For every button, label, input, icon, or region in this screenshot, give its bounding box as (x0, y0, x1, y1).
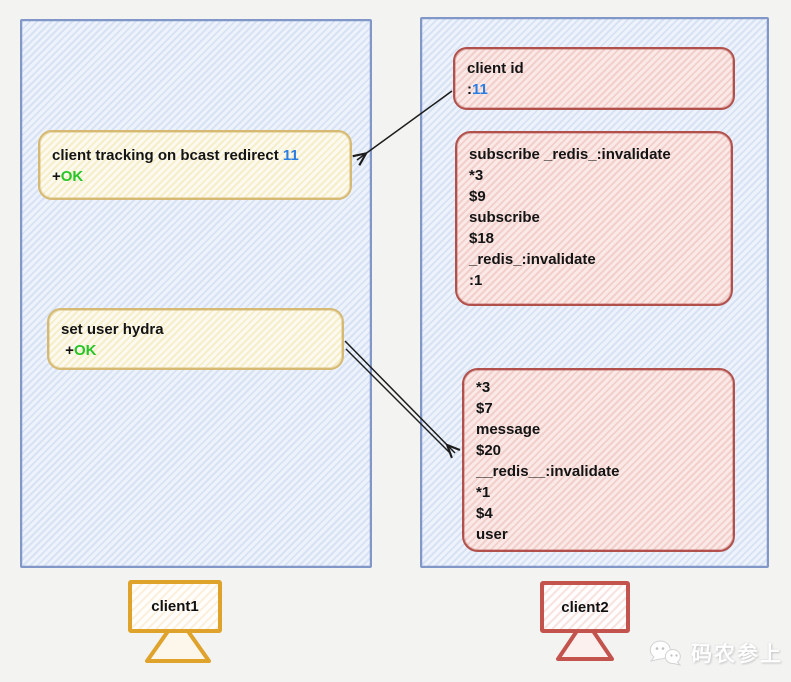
client2-monitor: client2 (540, 581, 630, 633)
watermark-text: 码农参上 (691, 643, 783, 666)
box-text-line: $4 (476, 505, 493, 522)
box-text-line: $20 (476, 442, 502, 459)
box-client-id: client id :11 (453, 47, 735, 110)
box-text-line: *3 (476, 379, 491, 396)
client1-panel (20, 19, 372, 568)
box-text-line: $18 (469, 230, 495, 247)
box-text-line: _redis_:invalidate (469, 251, 596, 268)
box-text-line: +OK (52, 168, 84, 185)
client1-label: client1 (151, 598, 199, 615)
box-text-line: +OK (61, 342, 97, 359)
box-text-line: subscribe (469, 209, 540, 226)
box-text-line: $9 (469, 188, 486, 205)
box-text-line: client tracking on bcast redirect 11 (52, 147, 299, 164)
box-subscribe: subscribe _redis_:invalidate *3 $9 subscrib… (455, 131, 733, 306)
box-text-line: :11 (467, 81, 488, 98)
box-text-line: $7 (476, 400, 493, 417)
chat-bubbles-icon (649, 640, 682, 666)
box-text-line: client id (467, 60, 524, 77)
client2-label: client2 (561, 598, 609, 616)
box-text-line: :1 (469, 272, 483, 289)
box-set-user: set user hydra +OK (47, 308, 344, 370)
box-text-line: __redis__:invalidate (476, 463, 620, 480)
box-text-line: *3 (469, 167, 484, 184)
box-text-line: user (476, 526, 508, 543)
box-invalidate-message: *3 $7 message $20 __redis__:invalidate *1 $4 us… (462, 368, 735, 552)
box-text-line: subscribe _redis_:invalidate (469, 146, 671, 163)
box-text-line: *1 (476, 484, 491, 501)
box-text-line: set user hydra (61, 321, 164, 338)
watermark: 码农参上 (647, 638, 783, 668)
box-client-tracking: client tracking on bcast redirect 11 +OK (38, 130, 352, 200)
client1-monitor: client1 (128, 580, 222, 633)
box-text-line: message (476, 421, 541, 438)
